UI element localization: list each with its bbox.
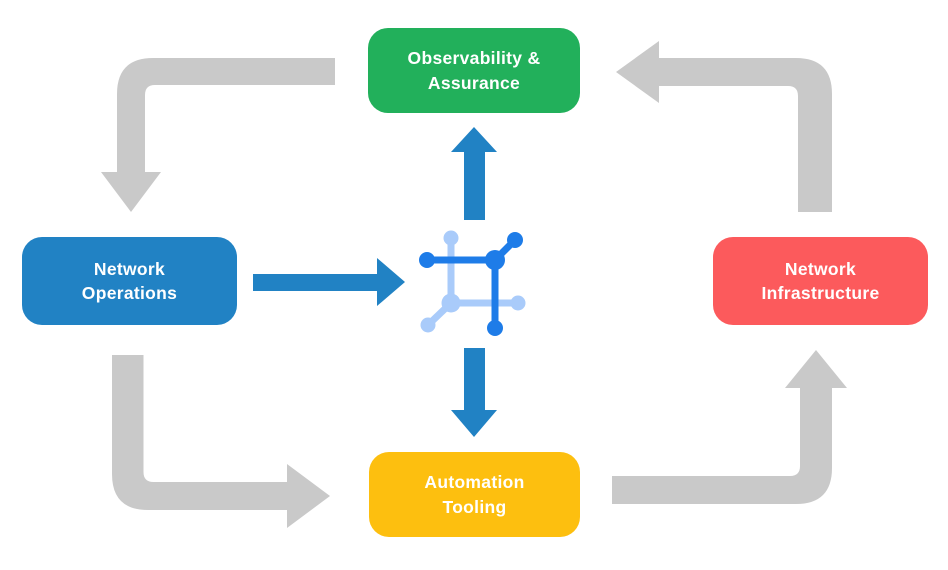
node-network-infrastructure: Network Infrastructure (713, 237, 928, 325)
network-mesh-icon (419, 230, 526, 336)
arrow-observability-to-operations (101, 58, 335, 212)
arrow-operations-to-center (253, 258, 405, 306)
network-mesh-icon-dark-nodes (419, 232, 523, 336)
network-mesh-icon-light-nodes (420, 230, 526, 333)
arrow-automation-to-infrastructure (612, 350, 847, 504)
arrow-infrastructure-to-observability (616, 41, 832, 212)
node-network-operations: Network Operations (22, 237, 237, 325)
arrow-center-to-observability (451, 127, 497, 220)
arrow-center-to-automation (451, 348, 497, 437)
node-observability-assurance: Observability & Assurance (368, 28, 580, 113)
arrow-operations-to-automation (112, 355, 330, 528)
node-automation-tooling: Automation Tooling (369, 452, 580, 537)
